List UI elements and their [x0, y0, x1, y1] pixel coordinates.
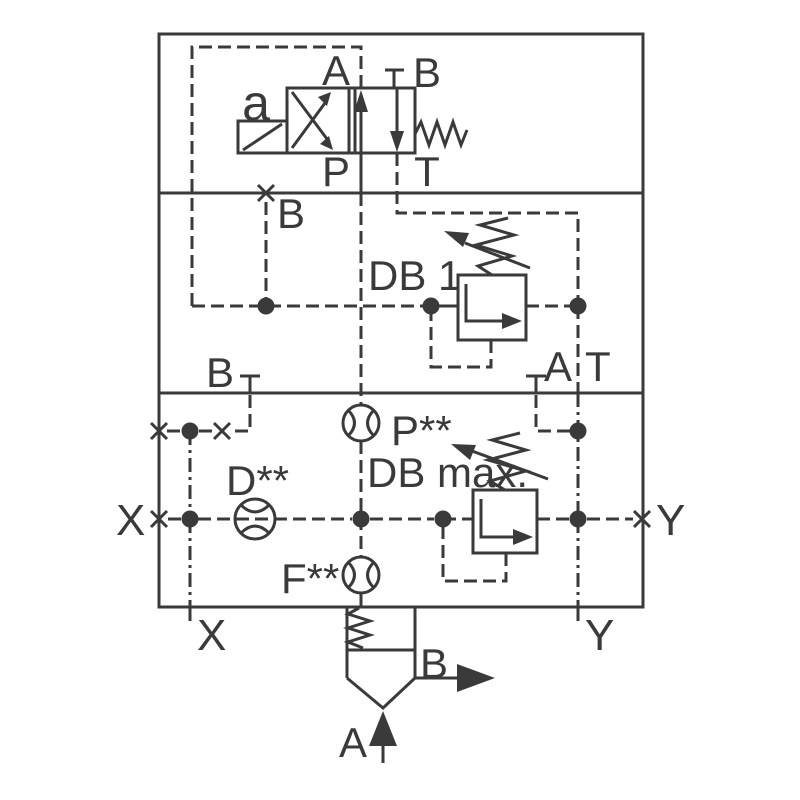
blanked-port-icon: [240, 374, 260, 393]
flow-arrow-a-icon: [369, 711, 397, 746]
junction-dot: [181, 422, 199, 440]
dbmax-drain-loop-line: [441, 525, 508, 583]
adjustment-arrowhead-icon: [444, 231, 469, 247]
directional-valve: A B a P T: [190, 45, 580, 306]
junction-dot: [422, 297, 440, 315]
spring-icon: [482, 431, 532, 492]
label-valve-port-t: T: [414, 148, 440, 195]
flow-arrow-b-icon: [457, 664, 495, 692]
label-breather-b: B: [277, 190, 305, 237]
bottom-section: X Y B A: [188, 606, 614, 766]
junction-dot: [569, 422, 587, 440]
check-valve-icon: [343, 606, 495, 763]
housing-block-pilot-valve: [157, 32, 645, 195]
label-db1: DB 1: [368, 252, 461, 299]
spring-icon: [470, 216, 520, 277]
label-port-y-bottom: Y: [585, 611, 614, 660]
adjustment-arrow-icon: [464, 241, 531, 270]
spring-icon: [343, 606, 375, 650]
label-gauge-f: F**: [281, 555, 339, 602]
flow-arrows-icon: [354, 88, 404, 153]
main-plate: P** DB max. D** F** X Y: [116, 193, 685, 607]
label-gauge-p: P**: [391, 407, 452, 454]
label-valve-port-a: A: [322, 47, 350, 94]
label-solenoid-a: a: [242, 75, 270, 131]
blanked-port-icon: [526, 374, 546, 393]
plugged-port-icon: [256, 183, 276, 203]
label-port-x-left: X: [116, 496, 145, 545]
label-check-port-a: A: [339, 719, 367, 766]
solenoid-icon: [236, 119, 289, 155]
label-check-port-b: B: [420, 640, 448, 687]
label-plate2-port-b: B: [206, 349, 234, 396]
gauge-f-icon: [341, 555, 381, 595]
housing-blocks: [157, 32, 645, 609]
junction-dot: [434, 510, 452, 528]
label-port-x-bottom: X: [197, 611, 226, 660]
crossover-arrows-icon: [290, 91, 333, 150]
poppet-seat: [346, 676, 417, 711]
label-plate2-port-t: T: [585, 343, 611, 390]
label-port-y-right: Y: [656, 496, 685, 545]
plugged-port-icon: [632, 509, 652, 529]
adjustment-arrowhead-icon: [451, 444, 476, 460]
label-plate2-port-a: A: [544, 343, 572, 390]
b-branch-line: [231, 395, 252, 433]
gauge-d-icon: [233, 497, 277, 541]
pilot-supply-line: [190, 45, 363, 306]
gauge-p-icon: [341, 403, 381, 443]
relief-valve-dbmax-icon: [451, 431, 549, 555]
db1-plate: B DB 1 B A T: [192, 183, 611, 396]
label-dbmax: DB max.: [367, 449, 528, 496]
spring-icon: [413, 117, 469, 150]
label-valve-port-p: P: [322, 148, 350, 195]
plugged-port-icon: [149, 421, 169, 441]
junction-dot: [352, 510, 370, 528]
label-gauge-d: D**: [226, 457, 289, 504]
a-branch-line: [534, 395, 570, 433]
label-valve-port-b: B: [413, 49, 441, 96]
plugged-port-icon: [212, 421, 232, 441]
db1-drain-loop-line: [429, 311, 493, 369]
junction-dot: [181, 510, 199, 528]
junction-dot: [569, 510, 587, 528]
blanked-port-icon: [385, 68, 404, 88]
adjustment-arrow-icon: [471, 449, 549, 481]
junction-dot: [569, 297, 587, 315]
plugged-port-icon: [149, 509, 169, 529]
t-drain-line: [395, 153, 580, 306]
junction-dot: [257, 297, 275, 315]
housing-block-main: [157, 391, 645, 609]
